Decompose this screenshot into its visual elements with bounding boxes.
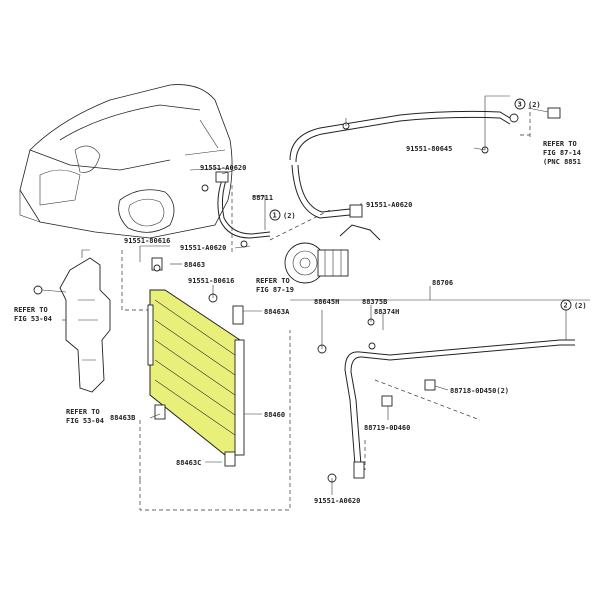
condenser-hardware (151, 257, 244, 467)
part-labels: 91551-A0620 88711 91551-80616 91551-A062… (14, 140, 581, 505)
refer-fig-87-14: REFER TO (543, 140, 577, 148)
callout-2: 2 (2) (560, 299, 587, 311)
label-91551-A0620-mid: 91551-A0620 (180, 244, 226, 252)
svg-text:2: 2 (564, 302, 568, 310)
label-88706: 88706 (432, 279, 453, 287)
label-88375B: 88375B (362, 298, 387, 306)
svg-text:FIG 53-04: FIG 53-04 (66, 417, 104, 425)
label-91551-80616-left: 91551-80616 (124, 237, 170, 245)
svg-text:FIG 87-14: FIG 87-14 (543, 149, 581, 157)
leader-lines (139, 107, 567, 495)
svg-text:3: 3 (518, 101, 522, 109)
svg-text:(2): (2) (574, 302, 587, 310)
label-88463C: 88463C (176, 459, 201, 467)
dashed-group-outline (121, 105, 531, 511)
label-91551-A0620-right: 91551-A0620 (366, 201, 412, 209)
svg-text:(2): (2) (283, 212, 296, 220)
label-88645H: 88645H (314, 298, 339, 306)
splash-shield (33, 249, 111, 393)
refer-fig-53-04-left: REFER TO (14, 306, 48, 314)
label-88718-0D450: 88718-0D450(2) (450, 387, 509, 395)
label-88463: 88463 (184, 261, 205, 269)
svg-text:FIG 53-04: FIG 53-04 (14, 315, 52, 323)
label-88463A: 88463A (264, 308, 290, 316)
label-88719-0D460: 88719-0D460 (364, 424, 410, 432)
svg-text:(2): (2) (528, 101, 541, 109)
suction-hose (289, 95, 561, 219)
svg-text:1: 1 (273, 212, 277, 220)
label-88711: 88711 (252, 194, 273, 202)
svg-text:(PNC 8851: (PNC 8851 (543, 158, 581, 166)
label-91551-A0620-bottom: 91551-A0620 (314, 497, 360, 505)
label-91551-80616-mid: 91551-80616 (188, 277, 234, 285)
refer-fig-53-04-bottom: REFER TO (66, 408, 100, 416)
liquid-tube-88706 (290, 299, 590, 483)
callout-3: 3 (2) (514, 98, 541, 110)
callout-1: 1 (2) (269, 209, 296, 221)
vehicle-illustration (19, 84, 233, 239)
compressor (284, 224, 381, 284)
discharge-hose-88711 (201, 171, 271, 248)
refer-fig-87-19: REFER TO (256, 277, 290, 285)
label-91551-80645: 91551-80645 (406, 145, 452, 153)
label-88460: 88460 (264, 411, 285, 419)
label-91551-A0620-top: 91551-A0620 (200, 164, 246, 172)
svg-text:FIG 87-19: FIG 87-19 (256, 286, 294, 294)
label-88374H: 88374H (374, 308, 399, 316)
condenser-88460[interactable] (147, 289, 245, 456)
label-88463B: 88463B (110, 414, 135, 422)
